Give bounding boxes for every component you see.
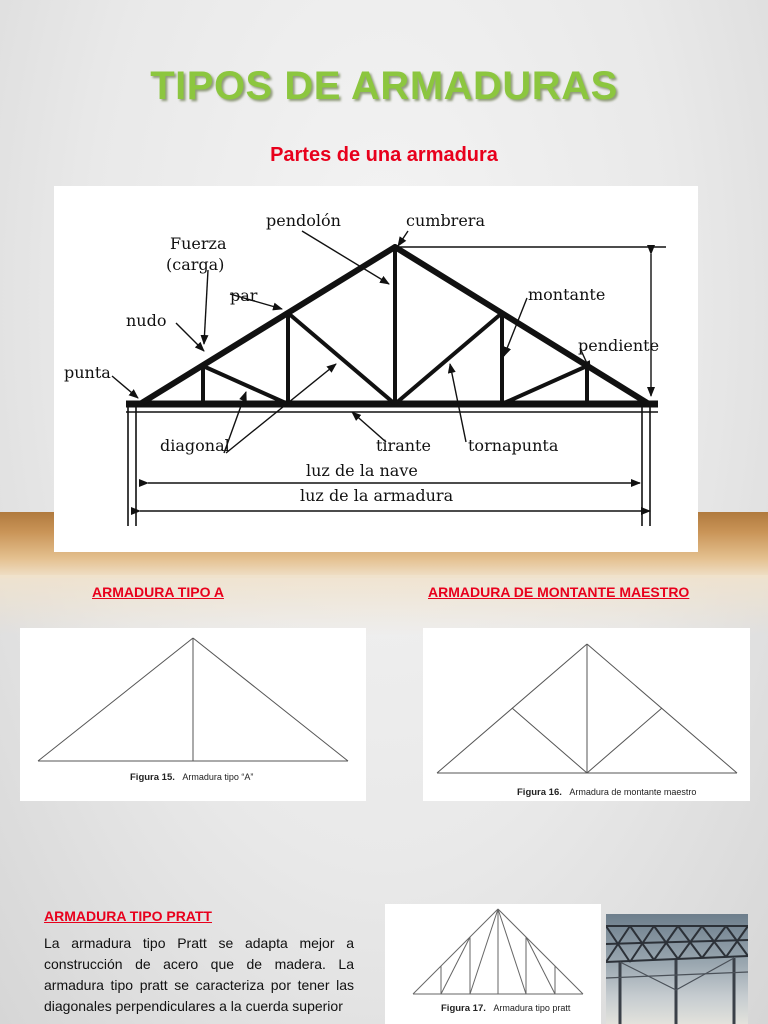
steel-truss-photo-svg (606, 925, 748, 1024)
label-punta: punta (64, 363, 111, 382)
pratt-description: La armadura tipo Pratt se adapta mejor a… (44, 935, 354, 1014)
label-pendiente: pendiente (578, 336, 659, 355)
leader-arrows (111, 230, 591, 454)
label-tornapunta: tornapunta (468, 436, 559, 455)
truss-pratt-svg: Figura 17. Armadura tipo pratt (412, 908, 584, 1015)
truss-pratt-lines (412, 908, 584, 995)
label-diagonal: diagonal (160, 436, 230, 455)
label-luz-armadura: luz de la armadura (300, 486, 454, 505)
truss-montante-svg: Figura 16. Armadura de montante maestro (436, 643, 738, 799)
truss-tipo-a-lines (37, 637, 349, 762)
label-nudo: nudo (126, 311, 166, 330)
steel-truss-photo (606, 914, 748, 1024)
figure-17-caption-text: Armadura tipo pratt (493, 1003, 571, 1013)
top-chords (137, 244, 652, 407)
height-dimension (398, 245, 666, 397)
figure-16-caption-bold: Figura 16. (517, 787, 562, 798)
span-dimensions (131, 479, 651, 515)
figure-16-caption: Figura 16. Armadura de montante maestro (517, 782, 696, 799)
heading-montante-maestro: ARMADURA DE MONTANTE MAESTRO (428, 584, 690, 600)
figure-montante-maestro: Figura 16. Armadura de montante maestro (423, 628, 750, 801)
label-luz-nave: luz de la nave (306, 461, 418, 480)
label-carga: (carga) (166, 255, 224, 274)
label-cumbrera: cumbrera (406, 211, 485, 230)
figure-17-caption-bold: Figura 17. (441, 1003, 486, 1014)
bottom-chord (126, 400, 658, 413)
heading-tipo-a: ARMADURA TIPO A (92, 584, 224, 600)
figure-15-caption: Figura 15. Armadura tipo “A” (130, 767, 253, 784)
floor-fade (0, 575, 768, 635)
figure-17-caption: Figura 17. Armadura tipo pratt (441, 998, 571, 1015)
label-fuerza: Fuerza (170, 234, 227, 253)
truss-tipo-a-svg: Figura 15. Armadura tipo “A” (37, 637, 349, 784)
figure-15-caption-text: Armadura tipo “A” (182, 772, 253, 782)
truss-parts-diagram: pendolón cumbrera Fuerza (carga) par nud… (54, 186, 698, 552)
label-par: par (230, 286, 258, 305)
figure-tipo-a: Figura 15. Armadura tipo “A” (20, 628, 366, 801)
label-montante: montante (528, 285, 605, 304)
diagram-labels: pendolón cumbrera Fuerza (carga) par nud… (64, 211, 659, 505)
slide-title: TIPOS DE ARMADURAS (150, 64, 618, 108)
truss-montante-lines (436, 643, 738, 774)
figure-15-caption-bold: Figura 15. (130, 772, 175, 783)
figure-pratt: Figura 17. Armadura tipo pratt (385, 904, 601, 1024)
truss-parts-svg: pendolón cumbrera Fuerza (carga) par nud… (64, 211, 666, 526)
web-members (201, 247, 589, 406)
label-tirante: tirante (376, 436, 431, 455)
support-posts (127, 404, 651, 526)
heading-pratt: ARMADURA TIPO PRATT (44, 908, 212, 924)
label-pendolon: pendolón (266, 211, 341, 230)
slide-subtitle: Partes de una armadura (270, 144, 498, 166)
figure-16-caption-text: Armadura de montante maestro (569, 787, 696, 797)
